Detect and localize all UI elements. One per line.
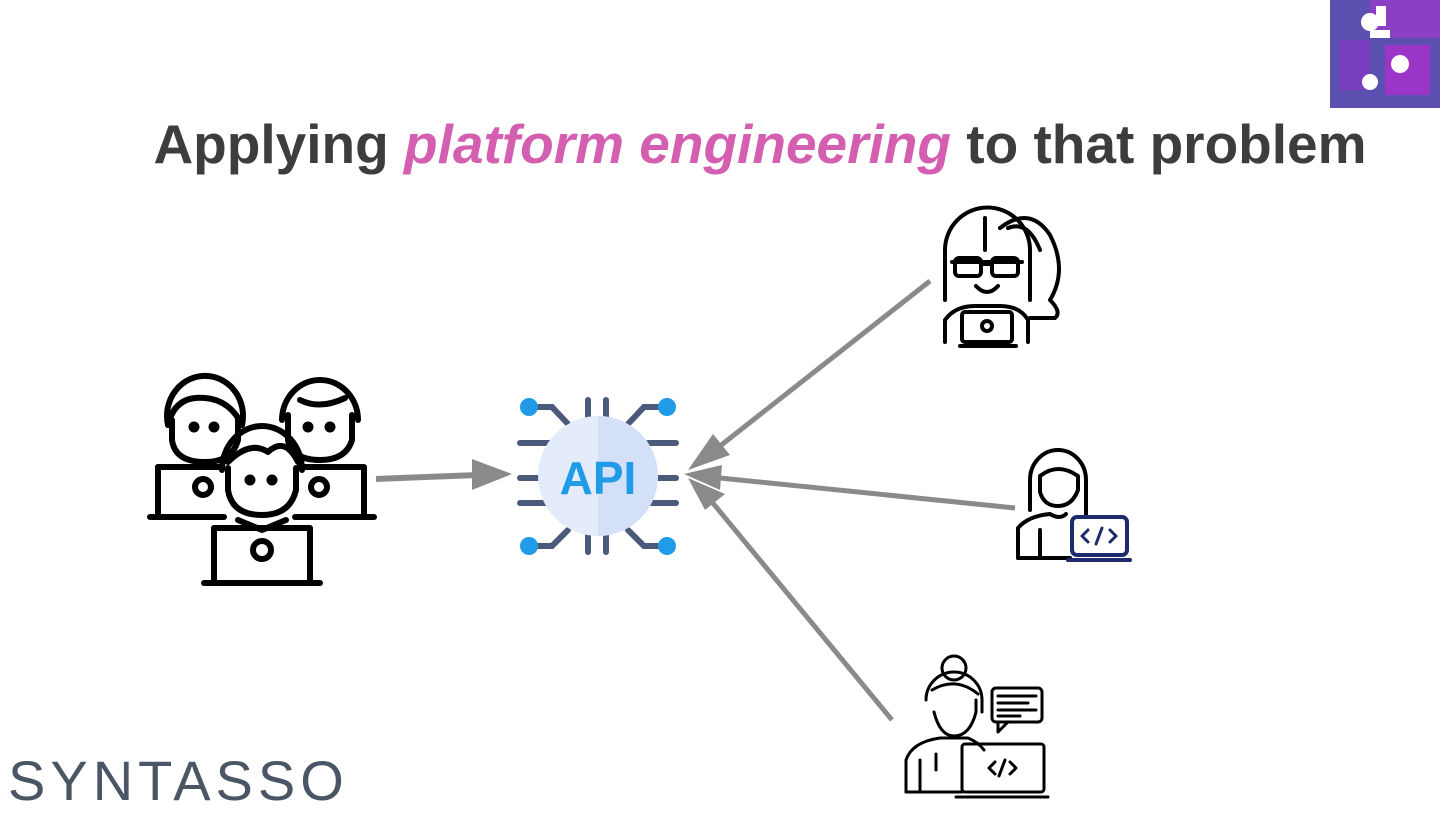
syntasso-logo: SYNTASSO: [8, 749, 349, 812]
arrow-team-to-api: [375, 459, 512, 490]
api-chip-icon: API: [517, 397, 679, 555]
developer-woman-chat-icon: [904, 654, 1050, 799]
title-prefix: Applying: [153, 113, 404, 175]
arrow-dev3-to-api: [688, 478, 894, 722]
api-label: API: [560, 452, 637, 504]
developer-woman-glasses-icon: [943, 205, 1061, 348]
arrow-dev2-to-api: [684, 465, 1016, 511]
title-highlight: platform engineering: [404, 113, 951, 175]
developer-woman-code-laptop-icon: [1016, 448, 1132, 562]
puzzle-logo-icon: [1330, 0, 1440, 108]
arrow-dev1-to-api: [688, 279, 932, 470]
title-suffix: to that problem: [951, 113, 1367, 175]
slide-title: Applying platform engineering to that pr…: [0, 112, 1440, 176]
developer-team-icon: [147, 372, 377, 586]
